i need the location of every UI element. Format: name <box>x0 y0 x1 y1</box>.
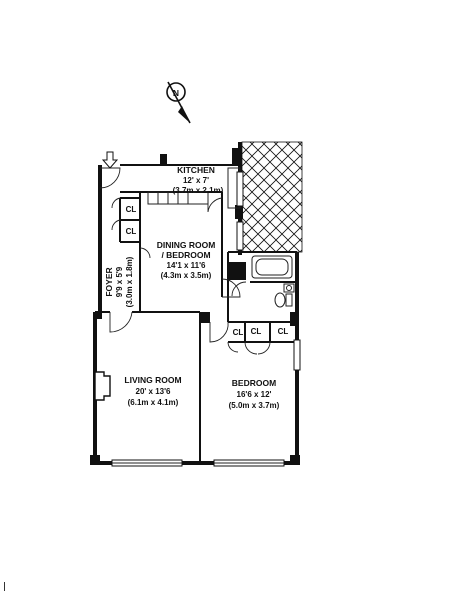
svg-text:(3.7m x 2.1m): (3.7m x 2.1m) <box>173 186 224 195</box>
svg-text:/ BEDROOM: / BEDROOM <box>161 250 210 260</box>
sink-icon <box>283 283 295 293</box>
svg-text:BEDROOM: BEDROOM <box>232 378 276 388</box>
compass-letter: N <box>173 88 179 98</box>
bathtub-icon <box>251 255 293 279</box>
svg-text:(5.0m x 3.7m): (5.0m x 3.7m) <box>229 401 280 410</box>
svg-text:9'9 x 5'9: 9'9 x 5'9 <box>115 266 124 297</box>
terrace-hatch <box>241 141 303 253</box>
bedroom-label: BEDROOM 16'6 x 12' (5.0m x 3.7m) <box>229 378 280 410</box>
kitchen-label: KITCHEN 12' x 7' (3.7m x 2.1m) <box>173 165 224 195</box>
svg-text:FOYER: FOYER <box>104 267 114 296</box>
edge-mark <box>4 582 5 591</box>
windows <box>111 171 301 467</box>
svg-text:20' x 13'6: 20' x 13'6 <box>136 387 171 396</box>
entry-arrow-icon <box>101 151 119 169</box>
doors <box>99 167 271 355</box>
closet-label: CL <box>126 227 137 236</box>
closet-label: CL <box>278 327 289 336</box>
compass-icon: N <box>166 81 191 124</box>
closet-label: CL <box>126 205 137 214</box>
closet-label: CL <box>251 327 262 336</box>
svg-text:KITCHEN: KITCHEN <box>177 165 215 175</box>
dining-label: DINING ROOM / BEDROOM 14'1 x 11'6 (4.3m … <box>157 240 216 280</box>
fireplace-icon <box>94 371 111 401</box>
svg-text:(6.1m x 4.1m): (6.1m x 4.1m) <box>128 398 179 407</box>
svg-text:LIVING ROOM: LIVING ROOM <box>124 375 181 385</box>
svg-text:14'1 x 11'6: 14'1 x 11'6 <box>167 261 207 270</box>
closet-label: CL <box>233 328 244 337</box>
svg-text:(4.3m x 3.5m): (4.3m x 3.5m) <box>161 271 212 280</box>
svg-text:DINING ROOM: DINING ROOM <box>157 240 216 250</box>
svg-text:16'6 x 12': 16'6 x 12' <box>237 390 272 399</box>
wall-blocks <box>90 148 300 465</box>
living-room-label: LIVING ROOM 20' x 13'6 (6.1m x 4.1m) <box>124 375 181 407</box>
svg-text:12' x 7': 12' x 7' <box>183 176 209 185</box>
svg-text:(3.0m x 1.8m): (3.0m x 1.8m) <box>125 256 134 307</box>
foyer-label: FOYER 9'9 x 5'9 (3.0m x 1.8m) <box>104 256 134 307</box>
toilet-icon <box>274 292 293 308</box>
